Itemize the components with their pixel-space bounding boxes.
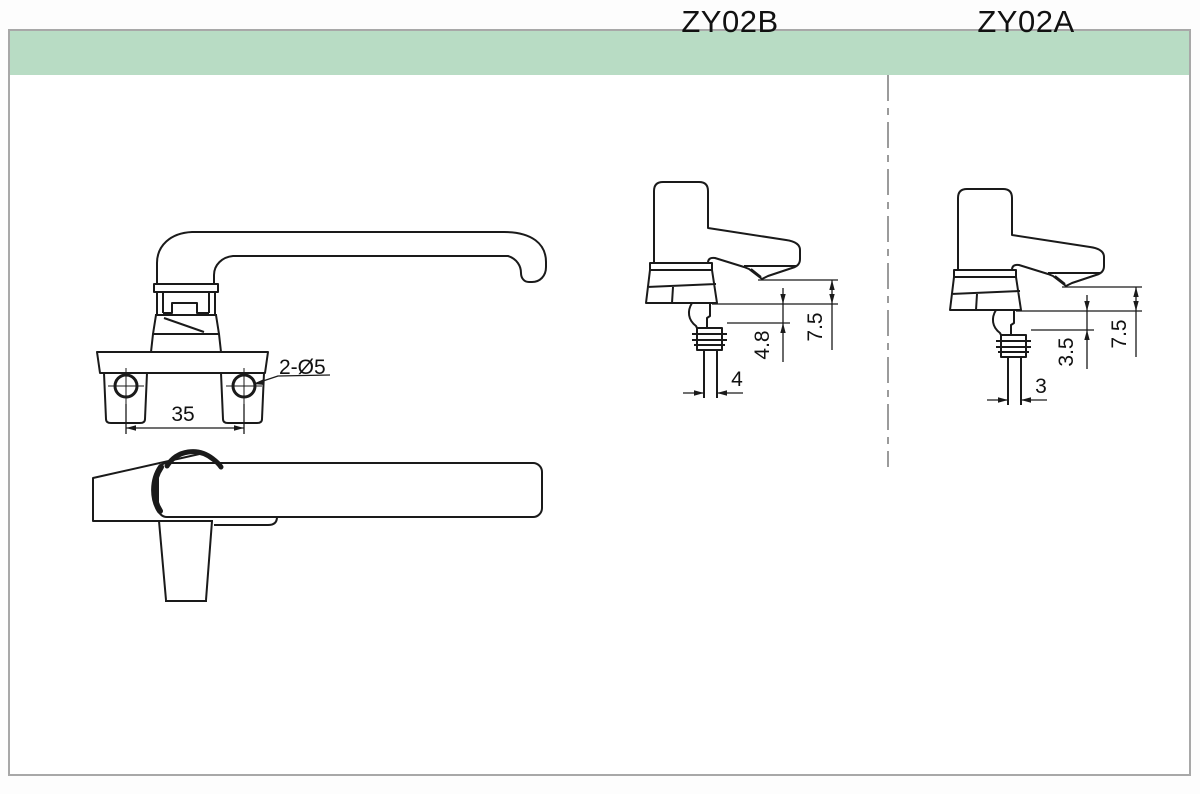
model-label-zy02b: ZY02B (681, 4, 779, 39)
header-bar (10, 31, 1189, 75)
model-label-zy02a: ZY02A (977, 4, 1075, 39)
drawing-sheet (8, 29, 1191, 776)
